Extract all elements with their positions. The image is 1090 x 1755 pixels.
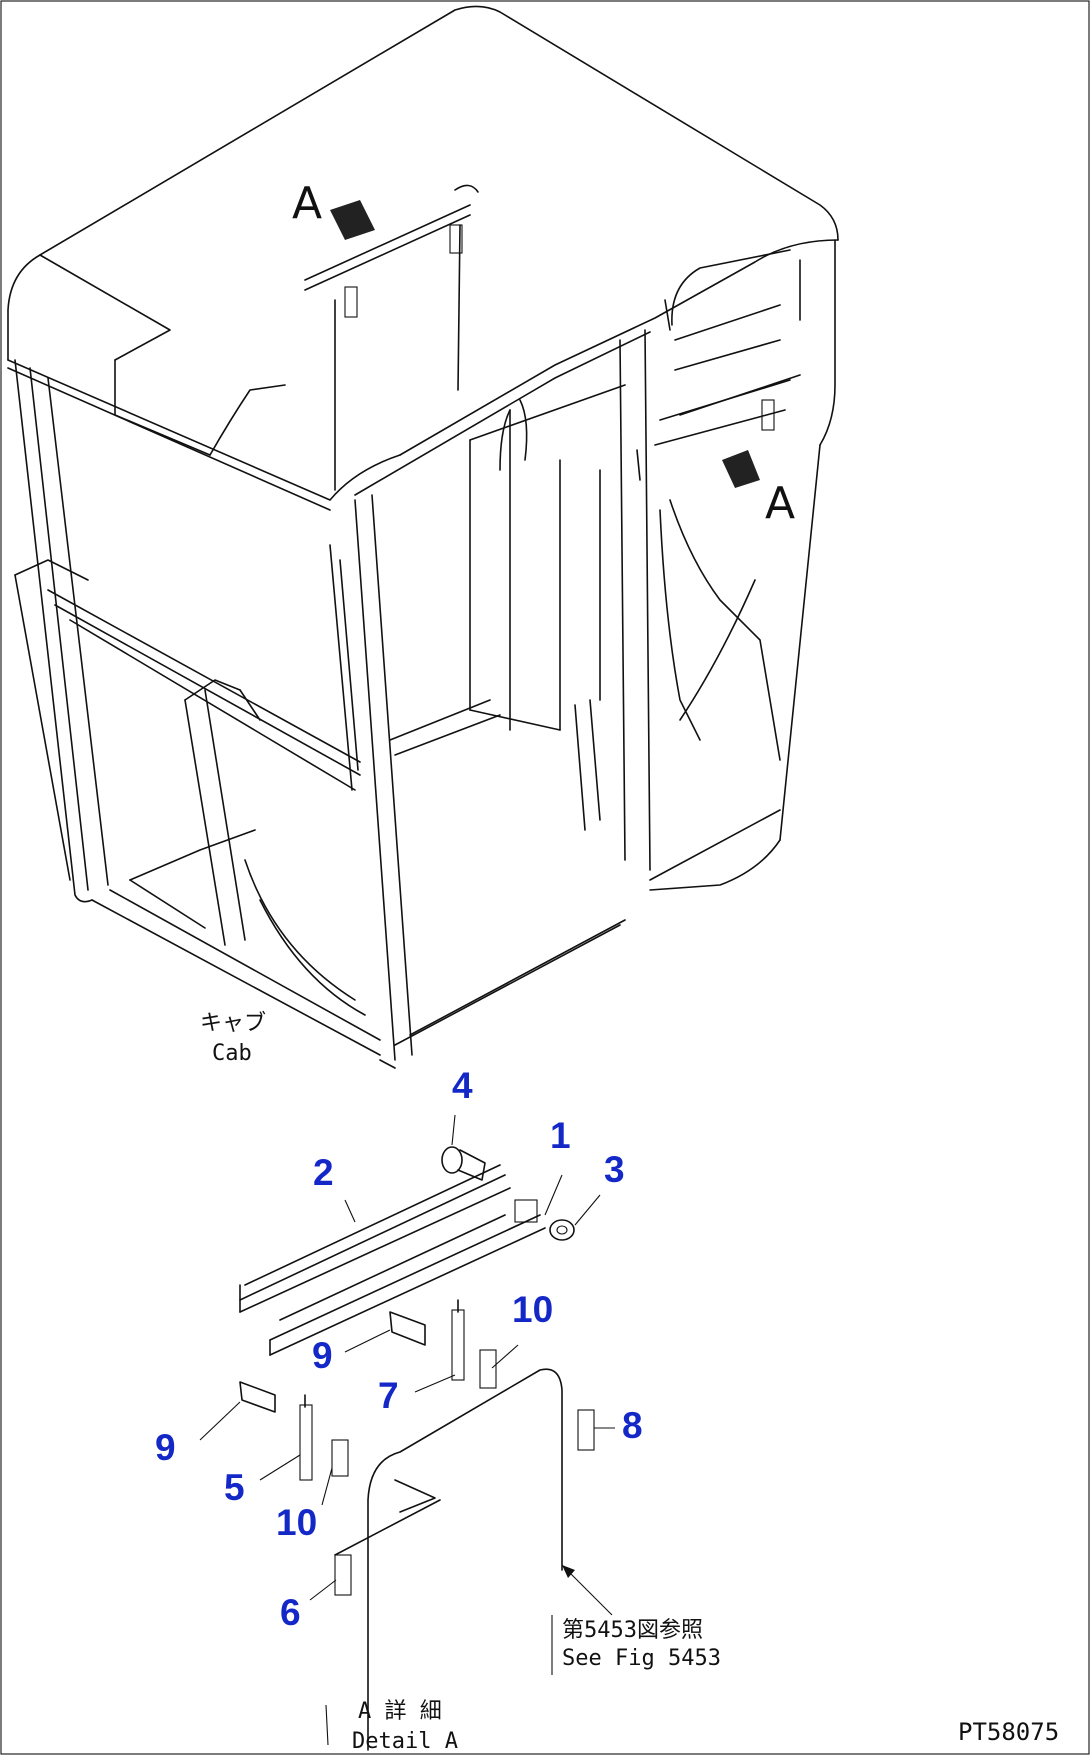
clip-part [299,1404,313,1481]
cab-drawing [7,5,839,1069]
hanger-clip [449,224,463,254]
callout-9-a: 9 [312,1335,333,1376]
pad-part [334,1554,352,1596]
bracket-end [514,1199,538,1223]
callout-8: 8 [622,1405,643,1446]
see-fig-label-jp: 第5453図参照 [562,1618,703,1643]
view-arrow-icon [330,200,375,240]
arrow-head-icon [562,1565,575,1578]
callout-7: 7 [378,1375,399,1416]
detail-label-en: Detail A [352,1729,458,1754]
callout-10-a: 10 [512,1289,553,1330]
callout-3: 3 [604,1149,625,1190]
callout-5: 5 [224,1467,245,1508]
parts-exploded-view [199,1114,615,1751]
pad-part [331,1439,349,1477]
view-label-a-top: A [292,178,322,229]
view-label-a-right: A [765,478,795,529]
drawing-code: PT58075 [958,1718,1059,1746]
callout-6: 6 [280,1592,301,1633]
clip-part [451,1309,465,1381]
view-arrow-icon [722,450,760,488]
callout-10-b: 10 [276,1502,317,1543]
hanger-clip [344,286,358,318]
callout-1: 1 [550,1115,571,1156]
callout-2: 2 [313,1152,334,1193]
callout-4: 4 [452,1065,473,1106]
callout-9-b: 9 [155,1427,176,1468]
pad-part [577,1409,595,1451]
detail-label-jp: A 詳 細 [358,1699,442,1724]
pad-part [479,1349,497,1389]
see-fig-label-en: See Fig 5453 [562,1646,721,1671]
cab-label-jp: キャブ [200,1011,266,1036]
cab-label-en: Cab [212,1041,252,1066]
hanger-clip [761,399,775,431]
